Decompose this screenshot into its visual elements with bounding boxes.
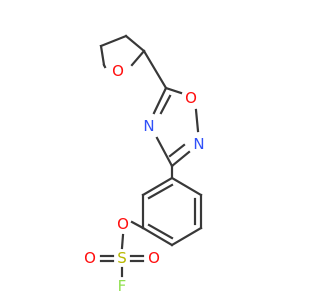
atom-label-n-left-background — [142, 118, 156, 134]
atom-label-o-sulfonyl-right-group: O — [147, 249, 161, 267]
atom-label-o-sulfonyl-left-group: O — [83, 249, 97, 267]
atom-label-f-group: F — [115, 277, 129, 295]
atom-label-o-ester-group: O — [116, 215, 130, 233]
bond-lines — [99, 34, 203, 278]
bond-oxadiazole-o1-n2 — [194, 108, 200, 133]
bond-thf-o-c1 — [102, 63, 107, 69]
atom-label-n-left: N — [143, 117, 154, 135]
bond-oxadiazole-c3-n4 — [155, 136, 174, 168]
atom-label-f: F — [118, 277, 127, 295]
bond-benzene-c3-c4 — [170, 226, 203, 247]
atom-label-s-background — [115, 250, 129, 266]
bond-oxadiazole-n2-c3-double — [168, 143, 186, 158]
atom-label-o-sulfonyl-left: O — [84, 249, 96, 267]
bond-benzene-c6-c1 — [141, 176, 174, 197]
atom-label-s: S — [117, 249, 127, 267]
atom-label-o-sulfonyl-right-background — [147, 250, 161, 266]
atom-label-o-ester-background — [116, 216, 130, 232]
bond-benzene-c1-c2 — [170, 176, 203, 197]
atom-label-o-oxadiazole-group: O — [184, 89, 198, 107]
bond-thf-c2-c3 — [99, 34, 128, 48]
bond-oxadiazole-n2-c3 — [170, 150, 191, 168]
atom-label-o-oxadiazole: O — [185, 89, 197, 107]
atom-label-n-left-group: N — [142, 117, 156, 135]
atom-label-o-sulfonyl-left-background — [83, 250, 97, 266]
atom-label-n-right: N — [193, 135, 204, 153]
atom-label-o-sulfonyl-right: O — [148, 249, 160, 267]
atom-label-f-background — [115, 278, 129, 294]
atom-label-o-thf-background — [111, 63, 125, 79]
bond-thf-to-oxadiazole — [142, 49, 168, 90]
bond-thf-c3-c4 — [124, 34, 146, 53]
bond-thf-c4-o — [130, 49, 146, 67]
bond-ester-o-to-s — [120, 233, 125, 250]
bond-benzene-c4-c5 — [141, 226, 174, 247]
bond-oxadiazole-c5-o1 — [164, 86, 183, 95]
atom-label-o-thf-group: O — [111, 62, 125, 80]
atom-label-n-right-background — [192, 136, 206, 152]
bond-benzene-c6-c1-inner — [147, 183, 174, 200]
atom-label-o-oxadiazole-background — [184, 90, 198, 106]
atom-label-n-right-group: N — [192, 135, 206, 153]
bond-benzene-to-ester-o — [130, 220, 145, 230]
atom-label-s-group: S — [115, 249, 129, 267]
bond-thf-c1-c2 — [99, 44, 106, 67]
bond-oxadiazole-n4-c5-double — [159, 94, 172, 115]
atom-label-o-ester: O — [117, 215, 129, 233]
bond-oxadiazole-n4-c5 — [152, 86, 168, 115]
atom-label-o-thf: O — [112, 62, 124, 80]
bond-benzene-c4-c5-inner — [147, 223, 174, 240]
